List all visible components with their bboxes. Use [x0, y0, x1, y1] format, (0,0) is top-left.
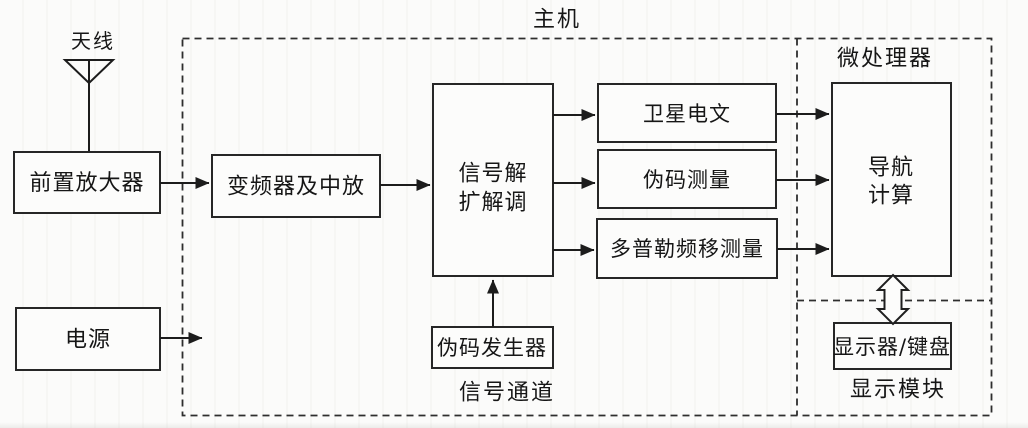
antenna-icon	[62, 59, 116, 152]
display-keyboard-block: 显示器/键盘	[833, 322, 952, 370]
despreader-label-line2: 扩解调	[458, 191, 527, 216]
pseudocode-measure-label: 伪码测量	[643, 168, 731, 192]
nav-compute-block: 导航 计算	[831, 82, 952, 277]
pseudocode-measure-box	[597, 149, 777, 209]
doppler-measure-block: 多普勒频移测量	[596, 218, 778, 279]
microprocessor-label: 微处理器	[837, 47, 933, 72]
doppler-measure-label: 多普勒频移测量	[610, 237, 764, 261]
satellite-message-label: 卫星电文	[643, 102, 731, 126]
converter-label: 变频器及中放	[227, 175, 365, 200]
signal-channel-label: 信号通道	[459, 381, 555, 406]
power-box	[15, 307, 161, 371]
pseudocode-measure-block: 伪码测量	[597, 149, 777, 209]
host-boundary	[181, 37, 993, 417]
display-module-label: 显示模块	[850, 378, 946, 403]
power-label: 电源	[65, 328, 111, 353]
power-block: 电源	[15, 307, 161, 371]
preamp-box	[13, 151, 161, 214]
nav-compute-label-line2: 计算	[868, 184, 914, 209]
nav-compute-label-line1: 导航	[868, 156, 914, 181]
preamp-block: 前置放大器	[13, 151, 161, 214]
despreader-box	[432, 83, 554, 277]
converter-block: 变频器及中放	[211, 154, 381, 218]
antenna-label: 天线	[71, 29, 115, 53]
satellite-message-block: 卫星电文	[597, 83, 777, 143]
despreader-block: 信号解 扩解调	[432, 83, 554, 277]
pseudocode-generator-label: 伪码发生器	[437, 336, 547, 360]
host-label: 主机	[533, 8, 581, 33]
pseudocode-generator-block: 伪码发生器	[431, 326, 554, 369]
preamp-label: 前置放大器	[29, 171, 144, 196]
nav-compute-box	[831, 82, 952, 277]
despreader-label-line1: 信号解	[458, 162, 527, 187]
pseudocode-generator-box	[431, 326, 554, 369]
nav-display-double-arrow	[875, 273, 911, 326]
converter-box	[211, 154, 381, 218]
display-keyboard-label: 显示器/键盘	[833, 335, 951, 359]
